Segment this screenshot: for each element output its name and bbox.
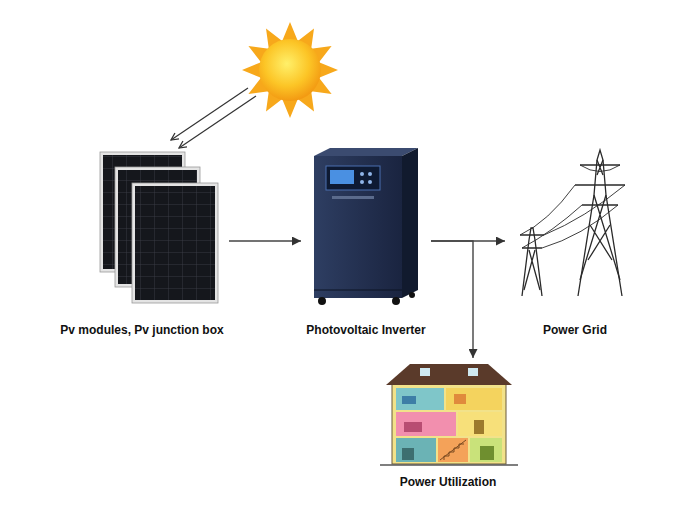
house [438, 438, 468, 462]
power-grid-node: Power Grid [505, 144, 645, 338]
house [454, 394, 466, 404]
inverter-node: Photovoltaic Inverter [301, 144, 431, 338]
house [380, 364, 518, 465]
inverter-cabinet [330, 170, 354, 184]
inverter-cabinet [332, 196, 374, 199]
node-label: Pv modules, Pv junction box [60, 323, 223, 338]
house [470, 438, 502, 462]
sun [242, 22, 338, 118]
house [402, 396, 416, 404]
house [396, 388, 444, 410]
house [402, 448, 414, 460]
node-label: Photovoltaic Inverter [306, 323, 425, 338]
house [440, 440, 466, 460]
transmission-tower [580, 165, 620, 172]
transmission-tower [524, 250, 540, 290]
solar-panel [132, 183, 218, 303]
house [480, 446, 494, 460]
power-utilization-node: Power Utilization [383, 358, 513, 490]
house [458, 412, 502, 436]
house [420, 368, 430, 376]
transmission-tower [575, 165, 625, 205]
house [474, 420, 484, 434]
inverter-cabinet [368, 180, 372, 184]
transmission-tower [578, 150, 622, 296]
inverter-cabinet [314, 290, 402, 291]
solar-panel [135, 186, 215, 300]
sun [259, 39, 321, 101]
transmission-tower [520, 185, 575, 235]
house [396, 412, 456, 436]
inverter-cabinet [314, 148, 418, 156]
inverter-cabinet [326, 166, 380, 190]
sunlight-arrow [179, 96, 256, 148]
inverter-cabinet [314, 148, 418, 305]
sunlight-arrow [171, 88, 256, 148]
transmission-tower [597, 160, 603, 175]
house [468, 368, 478, 376]
house [386, 364, 512, 385]
solar-panel [100, 152, 218, 303]
node-label: Power Grid [543, 323, 607, 338]
inverter-cabinet [368, 172, 372, 176]
inverter-cabinet [360, 180, 364, 184]
sun [242, 22, 338, 118]
sunlight-arrow [171, 88, 248, 140]
inverter-cabinet [360, 172, 364, 176]
inverter-cabinet [402, 148, 418, 298]
transmission-tower [580, 195, 620, 280]
flow-arrow [229, 240, 301, 241]
inverter-cabinet [318, 297, 326, 305]
transmission-tower [520, 150, 625, 296]
house [392, 384, 506, 464]
transmission-tower [544, 185, 625, 235]
house [380, 464, 518, 466]
inverter-cabinet [409, 292, 415, 298]
inverter-cabinet [392, 297, 400, 305]
flow-arrow [431, 241, 473, 358]
transmission-tower [542, 205, 618, 248]
inverter-cabinet [314, 156, 402, 298]
house [396, 438, 436, 462]
pv-module-node: Pv modules, Pv junction box [55, 146, 229, 338]
house [446, 388, 502, 410]
transmission-tower [522, 205, 582, 248]
node-label: Power Utilization [400, 475, 497, 490]
house [404, 422, 422, 432]
